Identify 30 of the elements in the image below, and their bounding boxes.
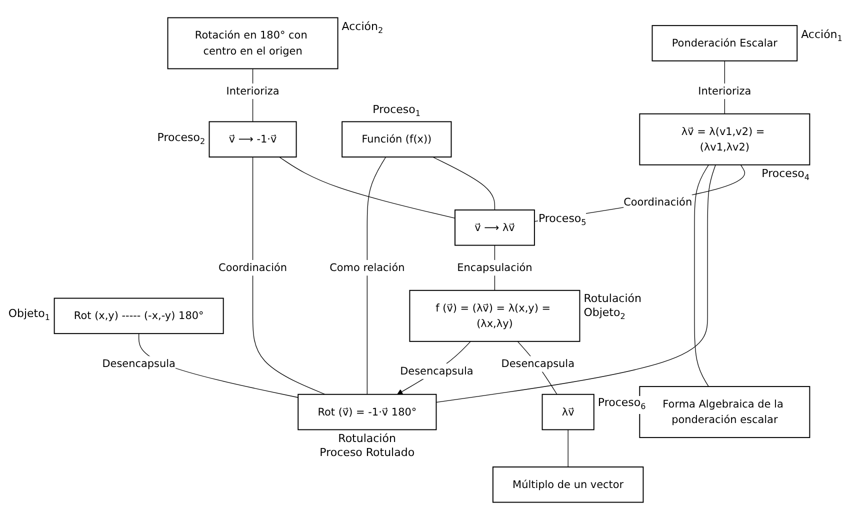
edge-label: Interioriza	[698, 84, 752, 98]
node-box: f (v⃗) = (λv⃗) = λ(x,y) = (λx,λy)	[409, 290, 580, 342]
node-box: Rot (x,y) ----- (-x,-y) 180°	[54, 298, 224, 334]
connector	[436, 164, 716, 403]
connector	[252, 156, 326, 395]
node-box: λv⃗	[542, 394, 594, 430]
node-annotation: Proceso$_{6}$	[598, 396, 646, 414]
node-annotation: Rotulación	[338, 432, 396, 445]
edge-label: Encapsulación	[457, 261, 532, 274]
node-box: Ponderación Escalar	[652, 25, 798, 62]
connector	[432, 156, 496, 210]
node-box: Función (f(x))	[342, 121, 452, 158]
edge-label: Desencapsula	[501, 357, 574, 370]
edge-label: Desencapsula	[400, 364, 474, 378]
node-box: v⃗ ⟶ λv⃗	[454, 209, 535, 246]
edge-label: Interioriza	[226, 84, 280, 98]
node-box: Rotación en 180° con centro en el origen	[167, 17, 338, 70]
edge-label: Coordinación	[624, 196, 692, 208]
connector	[694, 164, 709, 387]
node-box: Rot (v⃗) = -1·v⃗ 180°	[298, 394, 437, 430]
node-box: Múltiplo de un vector	[492, 466, 644, 503]
edge-label: Desencapsula	[102, 357, 176, 370]
connector	[278, 156, 456, 219]
edge-label: Como relación	[330, 261, 405, 274]
edge-label: Coordinación	[218, 261, 288, 274]
connector	[366, 156, 386, 395]
node-box: v⃗ ⟶ -1·v⃗	[208, 121, 297, 158]
node-box: λv⃗ = λ(v1,v2) = (λv1,λv2)	[639, 113, 810, 166]
node-annotation: Proceso Rotulado	[320, 446, 415, 459]
node-annotation: Rotulación	[584, 292, 642, 306]
